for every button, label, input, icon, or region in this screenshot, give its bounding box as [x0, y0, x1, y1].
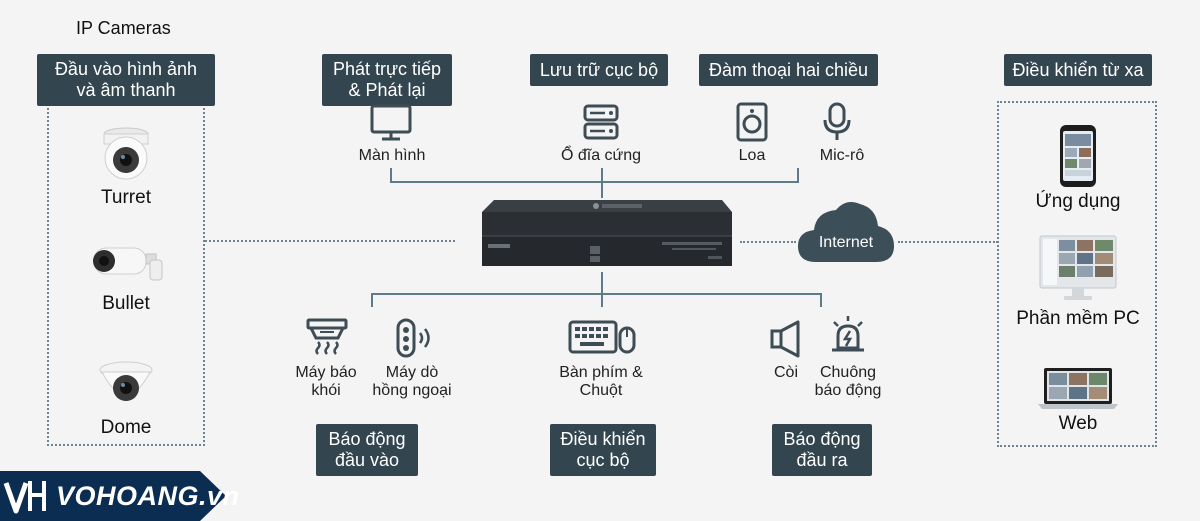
- pir-detector-label: Máy dò hồng ngoại: [372, 364, 452, 399]
- brand-logo-shape: [0, 471, 226, 521]
- microphone-icon: [823, 102, 851, 140]
- brand-name: VOHOANG.vn: [56, 481, 240, 511]
- speaker-label: Loa: [738, 147, 766, 164]
- cameras-to-nvr-line: [205, 240, 455, 242]
- alarm-input-tag: Báo động đầu vào: [316, 424, 418, 476]
- live-playback-tag: Phát trực tiếp & Phát lại: [322, 54, 452, 106]
- local-control-tag: Điều khiển cục bộ: [550, 424, 656, 476]
- cloud-to-remote-line: [898, 241, 998, 243]
- siren-label: Còi: [773, 364, 798, 381]
- top-drop-monitor: [390, 168, 392, 182]
- internet-label: Internet: [818, 234, 874, 251]
- bullet-camera-icon: [93, 247, 163, 281]
- smoke-detector-label: Máy báo khói: [295, 364, 357, 399]
- alarm-output-tag: Báo động đầu ra: [772, 424, 872, 476]
- dome-label: Dome: [100, 417, 152, 438]
- bottom-drop-alarm-in: [371, 293, 373, 307]
- alarm-beacon-label: Chuông báo động: [814, 364, 882, 399]
- keyboard-mouse-label: Bàn phím & Chuột: [559, 364, 643, 399]
- pc-software-icon: [1039, 235, 1117, 300]
- web-label: Web: [1058, 413, 1098, 434]
- monitor-label: Màn hình: [358, 147, 426, 164]
- turret-camera-icon: [103, 127, 149, 180]
- turret-label: Turret: [101, 187, 151, 208]
- remote-box: [997, 101, 1157, 447]
- smoke-detector-icon: [306, 318, 348, 355]
- alarm-beacon-icon: [832, 316, 864, 352]
- bottom-drop-alarm-out: [820, 293, 822, 307]
- two-way-talk-tag: Đàm thoại hai chiều: [699, 54, 878, 86]
- hard-drive-icon: [583, 104, 619, 140]
- mobile-app-label: Ứng dụng: [1035, 191, 1121, 212]
- bottom-bus-line: [371, 293, 822, 295]
- keyboard-mouse-icon: [568, 320, 636, 354]
- nvr-recorder-icon: [482, 200, 732, 266]
- top-drop-audio: [797, 168, 799, 182]
- bullet-label: Bullet: [102, 293, 150, 314]
- web-laptop-icon: [1038, 368, 1118, 409]
- pir-detector-icon: [396, 318, 430, 358]
- cloud-icon: [798, 202, 894, 262]
- speaker-icon: [736, 102, 768, 142]
- dome-camera-icon: [99, 361, 153, 401]
- top-bus-line: [390, 181, 799, 183]
- remote-control-tag: Điều khiển từ xa: [1004, 54, 1152, 86]
- hard-drive-label: Ổ đĩa cứng: [560, 147, 642, 164]
- video-audio-input-tag: Đầu vào hình ảnh và âm thanh: [37, 54, 215, 106]
- siren-icon: [770, 320, 800, 358]
- nvr-bottom-drop: [601, 272, 603, 294]
- top-drop-hdd: [601, 168, 603, 198]
- microphone-label: Mic-rô: [819, 147, 865, 164]
- mobile-app-icon: [1060, 125, 1096, 187]
- brand-logo: VOHOANG.vn: [0, 471, 239, 521]
- bottom-drop-keyboard: [601, 293, 603, 307]
- local-storage-tag: Lưu trữ cục bộ: [530, 54, 668, 86]
- pc-software-label: Phần mềm PC: [1016, 308, 1140, 329]
- ip-cameras-title: IP Cameras: [76, 18, 171, 38]
- monitor-icon: [370, 104, 412, 141]
- nvr-to-cloud-line: [740, 241, 796, 243]
